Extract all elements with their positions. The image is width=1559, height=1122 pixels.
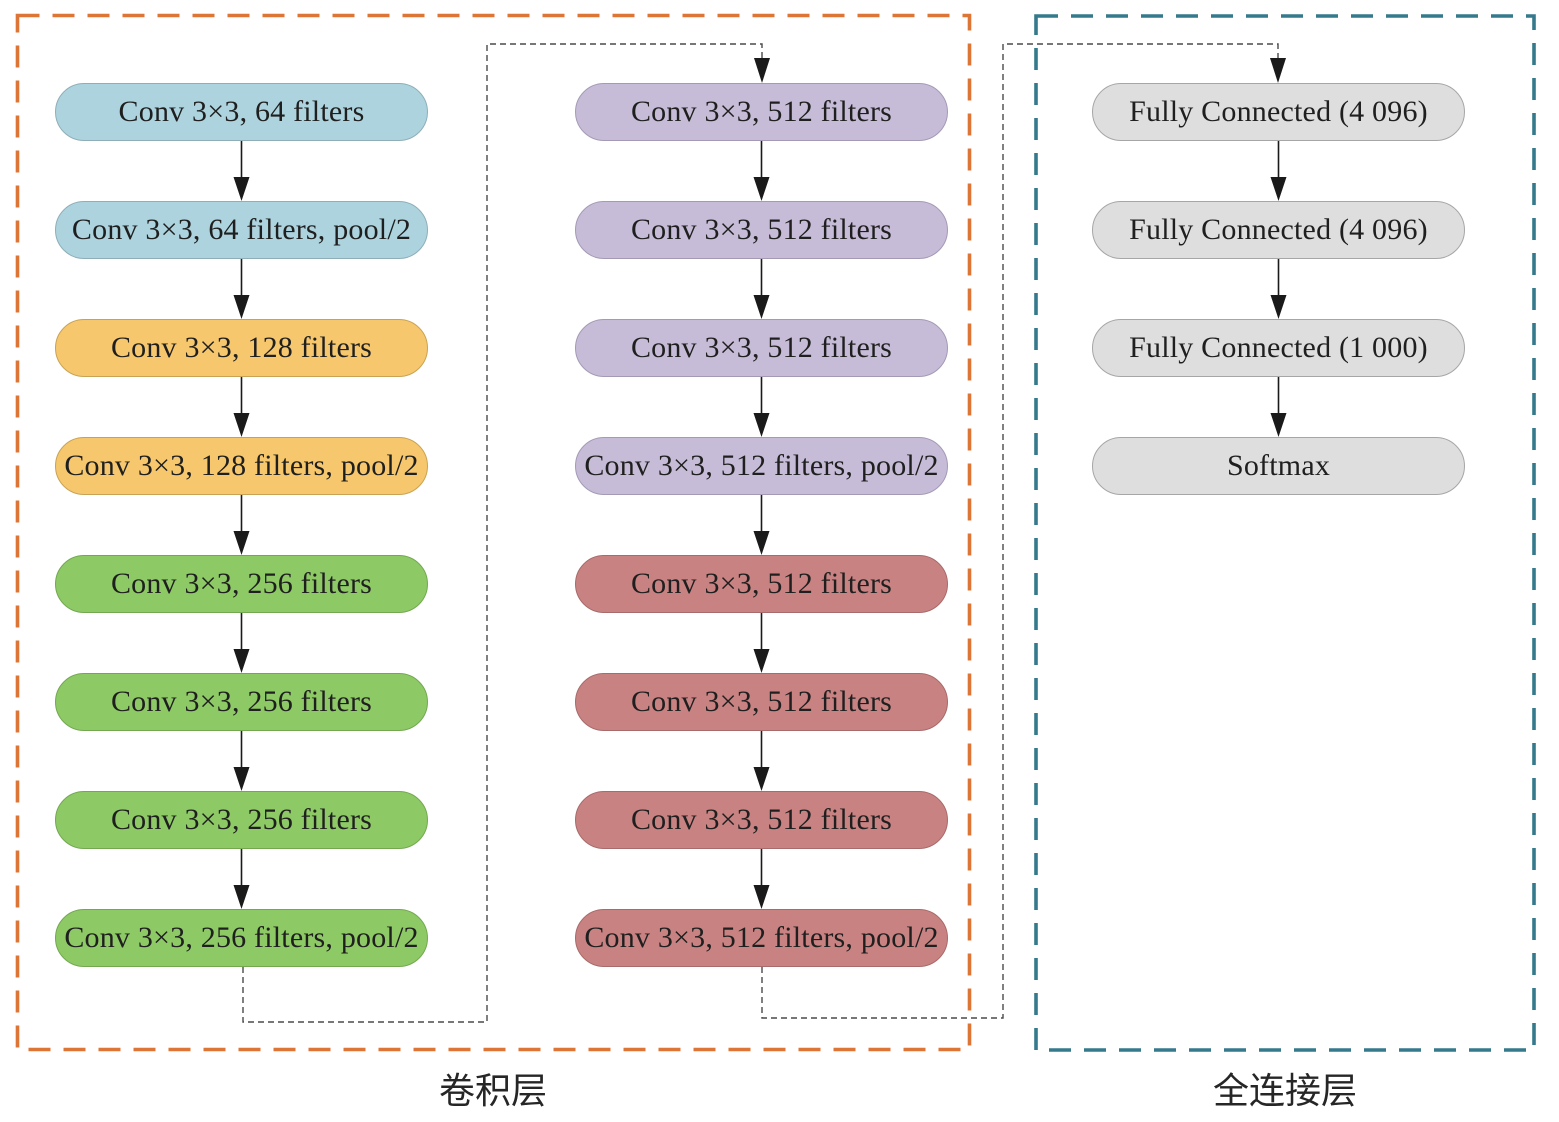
flow-arrowhead-icon xyxy=(753,649,770,673)
layer-box: Conv 3×3, 256 filters xyxy=(55,555,428,613)
layer-box: Softmax xyxy=(1092,437,1465,495)
layer-box: Conv 3×3, 512 filters xyxy=(575,791,948,849)
flow-arrowhead-icon xyxy=(1270,295,1287,319)
connector-col2-to-col3 xyxy=(761,43,1279,1019)
flow-arrowhead-icon xyxy=(233,885,250,909)
conv-group-border xyxy=(15,13,972,1052)
flow-arrowhead-icon xyxy=(753,295,770,319)
flow-arrowhead-icon xyxy=(233,295,250,319)
layer-box: Conv 3×3, 128 filters, pool/2 xyxy=(55,437,428,495)
caption-conv-layers: 卷积层 xyxy=(438,1071,547,1111)
layer-box: Conv 3×3, 64 filters xyxy=(55,83,428,141)
layer-box: Fully Connected (1 000) xyxy=(1092,319,1465,377)
layer-box: Conv 3×3, 512 filters xyxy=(575,83,948,141)
layer-box: Fully Connected (4 096) xyxy=(1092,83,1465,141)
layer-box: Conv 3×3, 512 filters xyxy=(575,673,948,731)
flow-arrowhead-icon xyxy=(753,531,770,555)
flow-arrowhead-icon xyxy=(233,177,250,201)
layer-box: Conv 3×3, 64 filters, pool/2 xyxy=(55,201,428,259)
caption-fc-layers: 全连接层 xyxy=(1212,1071,1357,1111)
flow-arrowhead-icon xyxy=(233,767,250,791)
connector-col1-to-col2 xyxy=(242,43,763,1023)
layer-box: Fully Connected (4 096) xyxy=(1092,201,1465,259)
layer-box: Conv 3×3, 256 filters xyxy=(55,673,428,731)
fc-group-border xyxy=(1034,14,1536,1052)
layer-box: Conv 3×3, 512 filters xyxy=(575,201,948,259)
layer-box: Conv 3×3, 512 filters, pool/2 xyxy=(575,437,948,495)
flow-arrowhead-icon xyxy=(1270,177,1287,201)
flow-arrowhead-icon xyxy=(753,885,770,909)
layer-box: Conv 3×3, 256 filters xyxy=(55,791,428,849)
layer-box: Conv 3×3, 512 filters, pool/2 xyxy=(575,909,948,967)
connector-arrowhead-icon xyxy=(1270,58,1286,83)
flow-arrowhead-icon xyxy=(1270,413,1287,437)
flow-arrowhead-icon xyxy=(753,177,770,201)
layer-box: Conv 3×3, 512 filters xyxy=(575,319,948,377)
layer-box: Conv 3×3, 512 filters xyxy=(575,555,948,613)
connector-arrowhead-icon xyxy=(754,58,770,83)
layer-box: Conv 3×3, 256 filters, pool/2 xyxy=(55,909,428,967)
flow-arrowhead-icon xyxy=(233,413,250,437)
flow-arrowhead-icon xyxy=(233,531,250,555)
flow-arrowhead-icon xyxy=(233,649,250,673)
layer-box: Conv 3×3, 128 filters xyxy=(55,319,428,377)
flow-arrowhead-icon xyxy=(753,767,770,791)
flow-arrowhead-icon xyxy=(753,413,770,437)
